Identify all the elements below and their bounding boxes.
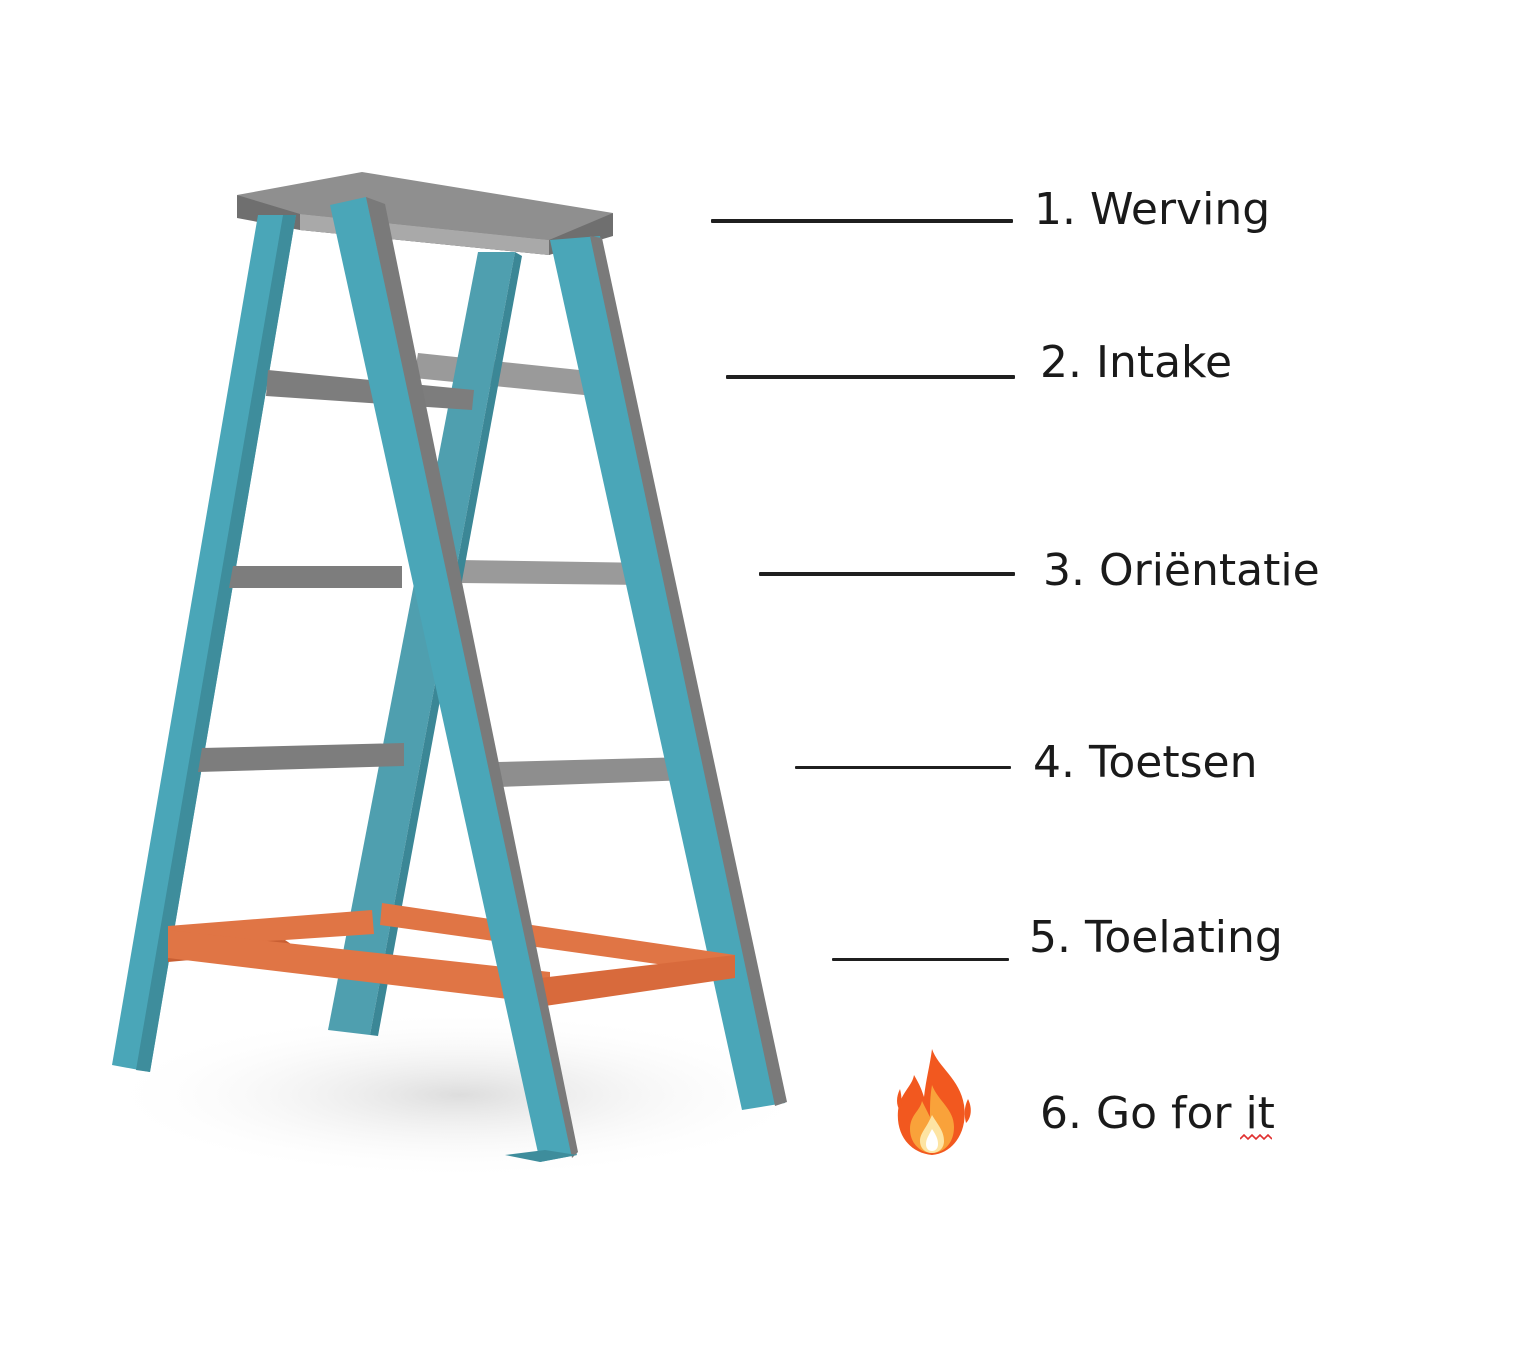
- step-4-label: 4. Toetsen: [1033, 737, 1258, 788]
- step-1-label: 1. Werving: [1034, 184, 1271, 235]
- step-6-label: 6. Go for it: [1040, 1088, 1275, 1139]
- rung-front-2: [229, 566, 402, 588]
- fire-icon: [897, 1049, 971, 1155]
- step-3-label: 3. Oriëntatie: [1043, 545, 1320, 596]
- bottom-frame-back: [380, 903, 735, 975]
- ladder-rear-leg: [328, 252, 515, 1035]
- bottom-frame-right: [540, 955, 735, 1006]
- ladder-right-leg: [550, 236, 785, 1110]
- step-2-connector: [726, 375, 1015, 379]
- step-5-connector: [832, 958, 1009, 961]
- spellcheck-underline: [1240, 1134, 1272, 1141]
- rung-back-3: [498, 757, 690, 787]
- step-3-connector: [759, 572, 1015, 576]
- step-2-label: 2. Intake: [1040, 337, 1233, 388]
- ladder-top-platform: [237, 172, 613, 255]
- step-5-label: 5. Toelating: [1029, 912, 1283, 963]
- step-1-connector: [711, 219, 1013, 223]
- ladder-shadow: [100, 1010, 820, 1180]
- rung-front-3: [198, 743, 404, 772]
- ladder-center-leg: [330, 197, 577, 1162]
- step-4-connector: [795, 766, 1011, 769]
- bottom-frame-front: [168, 930, 550, 1004]
- rung-back-2: [458, 560, 650, 585]
